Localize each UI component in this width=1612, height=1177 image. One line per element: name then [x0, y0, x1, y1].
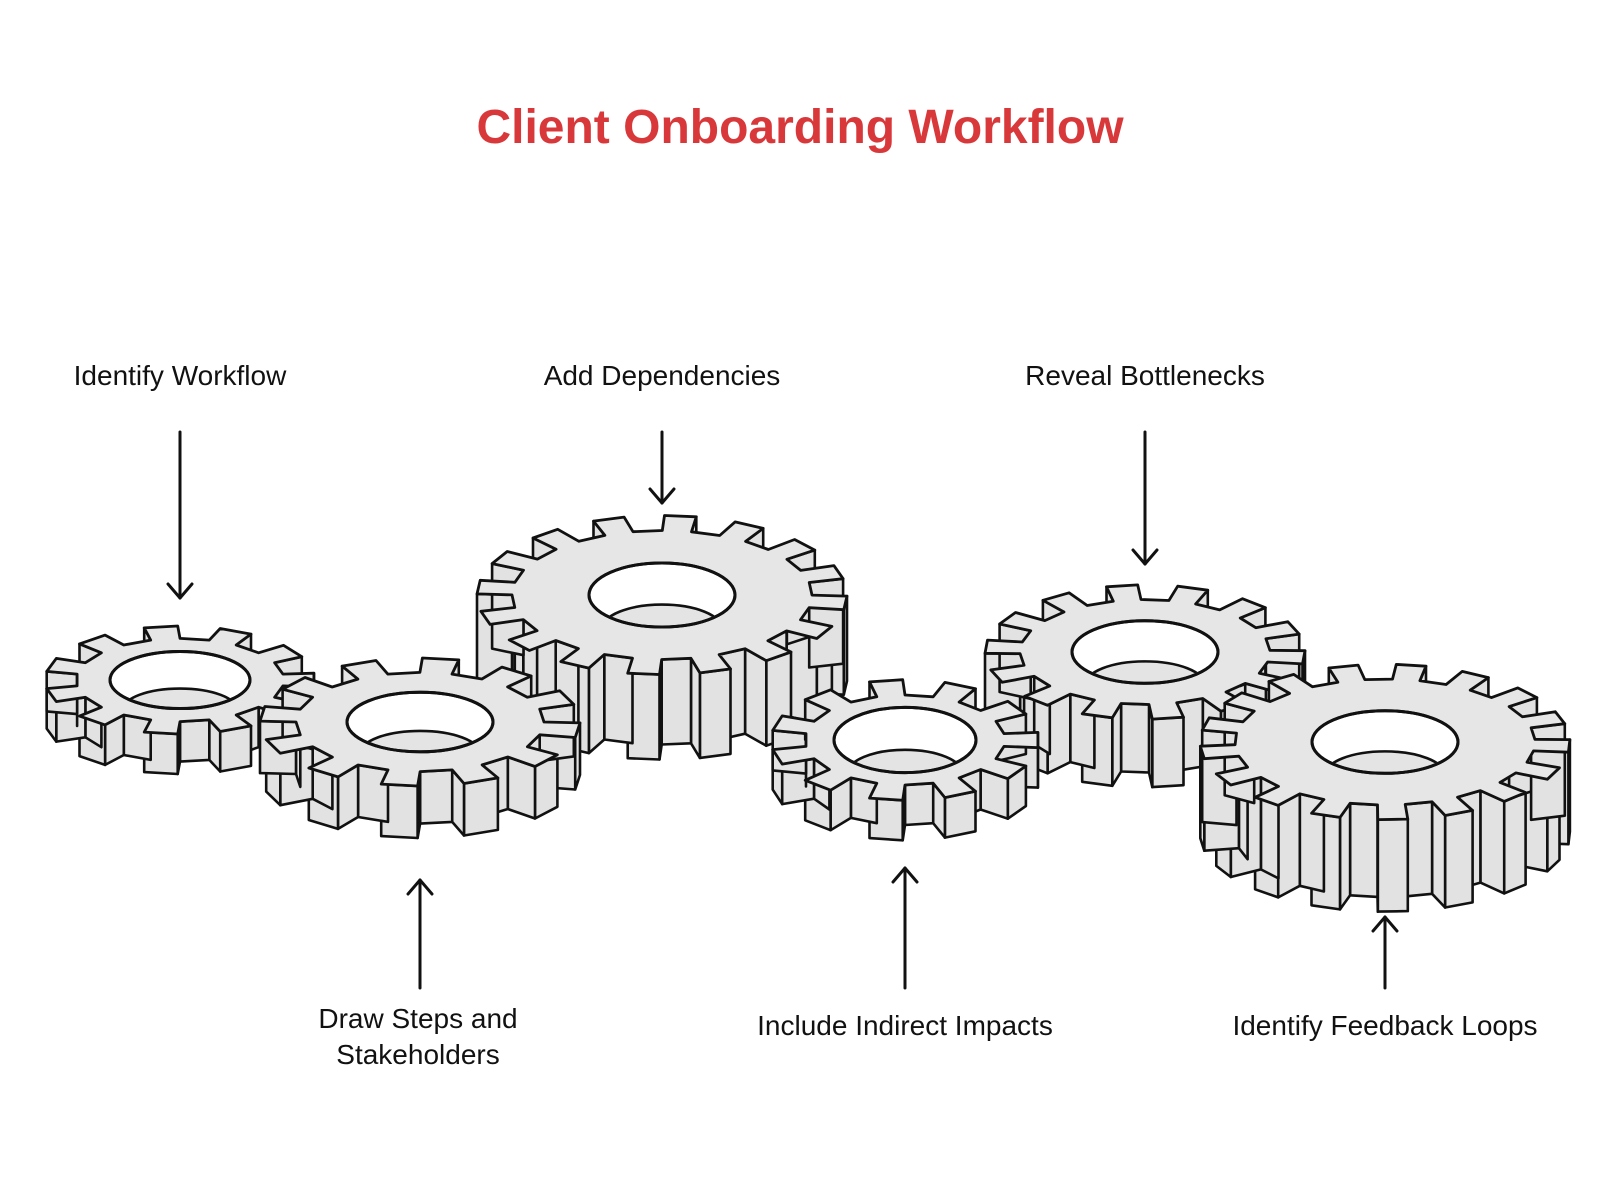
- step-label-reveal-bottlenecks: Reveal Bottlenecks: [1025, 360, 1265, 391]
- gear-hole-rim: [1310, 709, 1460, 775]
- arrow-include-indirect-impacts: [891, 866, 919, 990]
- gear-side-face: [218, 724, 253, 773]
- gear-hole-rim: [832, 705, 978, 775]
- gear-side-face: [356, 763, 390, 824]
- gear-hole-wall: [600, 603, 724, 626]
- arrow-head: [1131, 548, 1159, 566]
- gear-side-face: [462, 776, 500, 837]
- step-label-identify-feedback-loops: Identify Feedback Loops: [1232, 1010, 1537, 1041]
- gear-hole-rim: [345, 690, 495, 754]
- gears-layer: [45, 514, 1572, 913]
- gear-side-face: [1119, 702, 1151, 774]
- gear-side-face: [1376, 817, 1410, 913]
- arrow-head: [166, 582, 194, 600]
- gear-hole-wall: [121, 687, 239, 708]
- gear-hole-wall: [845, 748, 965, 772]
- gear-hole-rim: [1070, 619, 1220, 685]
- step-label-line: Include Indirect Impacts: [757, 1010, 1053, 1041]
- gear-hole-wall: [1323, 750, 1447, 772]
- gear-icon: [1198, 663, 1572, 913]
- arrow-head: [1371, 915, 1399, 933]
- gear-side-face: [698, 667, 732, 760]
- gear-hole-rim: [108, 649, 252, 711]
- diagram-title: Client Onboarding Workflow: [476, 101, 1124, 154]
- gear-side-face: [660, 656, 693, 746]
- arrow-head: [648, 487, 676, 505]
- step-label-line: Add Dependencies: [544, 360, 781, 391]
- gear-side-face: [122, 713, 152, 762]
- step-label-add-dependencies: Add Dependencies: [544, 360, 781, 391]
- arrows-layer: [166, 430, 1399, 990]
- arrow-identify-workflow: [166, 430, 194, 600]
- step-label-line: Draw Steps and: [318, 1003, 517, 1034]
- gear-side-face: [587, 653, 606, 755]
- gear-hole-wall: [1083, 660, 1207, 682]
- step-label-line: Reveal Bottlenecks: [1025, 360, 1265, 391]
- gear-side-face: [943, 789, 977, 839]
- gear-hole-rim: [587, 561, 737, 629]
- step-label-include-indirect-impacts: Include Indirect Impacts: [757, 1010, 1053, 1041]
- gear-icon: [771, 678, 1040, 842]
- gear-side-face: [743, 647, 768, 748]
- arrow-add-dependencies: [648, 430, 676, 505]
- step-label-line: Stakeholders: [336, 1039, 499, 1070]
- step-label-line: Identify Feedback Loops: [1232, 1010, 1537, 1041]
- gear-side-face: [418, 768, 454, 825]
- arrow-head: [891, 866, 919, 884]
- gear-side-face: [178, 718, 211, 763]
- arrow-head: [406, 878, 434, 896]
- gear-side-face: [1151, 715, 1185, 789]
- gear-side-face: [1403, 800, 1434, 898]
- arrow-reveal-bottlenecks: [1131, 430, 1159, 566]
- step-label-identify-workflow: Identify Workflow: [74, 360, 287, 391]
- arrow-draw-steps-and-stakeholders: [406, 878, 434, 990]
- gear-side-face: [1430, 800, 1447, 909]
- gear-side-face: [1479, 789, 1506, 895]
- gear-side-face: [1502, 791, 1527, 895]
- arrow-identify-feedback-loops: [1371, 915, 1399, 990]
- gear-side-face: [1443, 809, 1474, 909]
- gear-side-face: [1338, 801, 1352, 911]
- step-label-line: Identify Workflow: [74, 360, 287, 391]
- gear-side-face: [1276, 792, 1302, 899]
- gear-side-face: [1348, 801, 1379, 899]
- gear-side-face: [903, 781, 935, 827]
- gear-hole-wall: [358, 729, 482, 751]
- gear-icon: [258, 656, 582, 840]
- gear-side-face: [849, 776, 879, 825]
